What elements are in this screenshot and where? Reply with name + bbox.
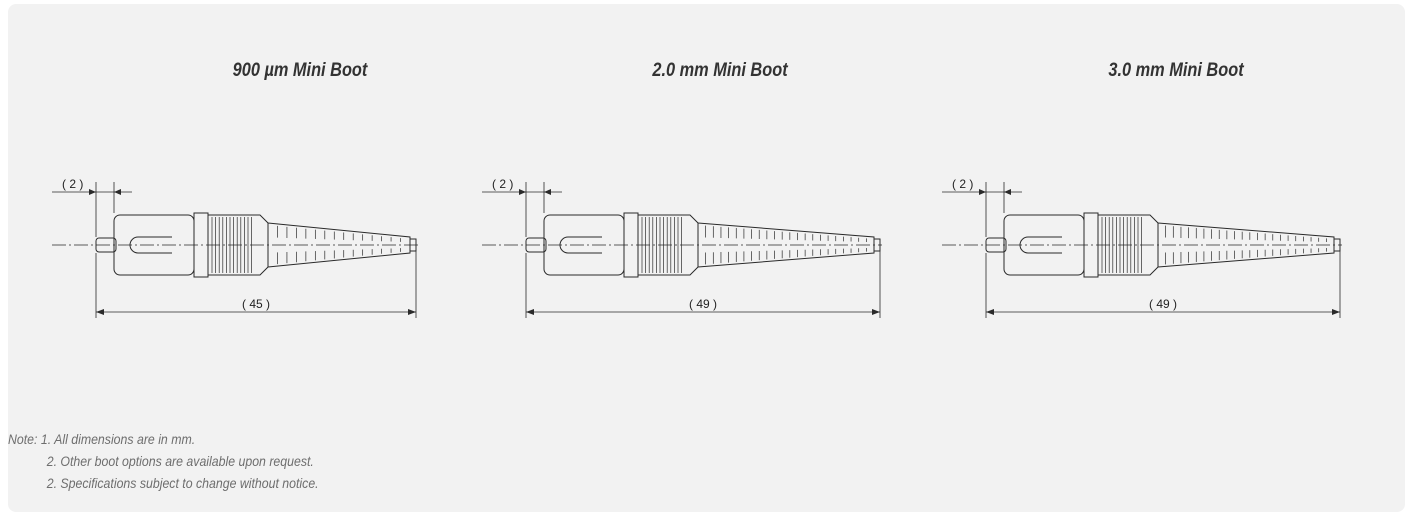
offset-label: ( 2 ) [62, 177, 83, 191]
length-label: ( 49 ) [1149, 297, 1177, 311]
connector-drawing-3mm: ( 2 ) ( 49 ) [942, 177, 1342, 318]
offset-label: ( 2 ) [952, 177, 973, 191]
key-slot [559, 236, 602, 254]
notes-block: Note: 1. All dimensions are in mm. 2. Ot… [8, 428, 319, 494]
connector-title-900um: 900 µm Mini Boot [232, 60, 368, 81]
ferrule [95, 237, 117, 253]
note-line-1: Note: 1. All dimensions are in mm. [8, 431, 196, 447]
offset-arrow-left [89, 189, 96, 195]
length-arrow-left [986, 309, 994, 315]
length-arrow-left [96, 309, 104, 315]
length-arrow-left [526, 309, 534, 315]
length-arrow-right [1332, 309, 1340, 315]
length-arrow-right [872, 309, 880, 315]
length-arrow-right [408, 309, 416, 315]
offset-arrow-right [1004, 189, 1011, 195]
length-label: ( 45 ) [242, 297, 270, 311]
offset-arrow-right [114, 189, 121, 195]
cable-stub [873, 238, 881, 252]
ferrule [985, 237, 1007, 253]
offset-arrow-left [519, 189, 526, 195]
note-line-2: 2. Other boot options are available upon… [46, 453, 314, 469]
connector-drawing-2mm: ( 2 ) ( 49 ) [482, 177, 882, 318]
ferrule [525, 237, 547, 253]
connector-title-2mm: 2.0 mm Mini Boot [652, 60, 788, 81]
key-slot [1019, 236, 1062, 254]
cable-stub [1333, 238, 1341, 252]
connector-drawing-900um: ( 2 ) ( 45 ) [52, 177, 418, 318]
note-line-3: 2. Specifications subject to change with… [46, 475, 319, 491]
connector-title-3mm: 3.0 mm Mini Boot [1108, 60, 1244, 81]
offset-arrow-right [544, 189, 551, 195]
offset-arrow-left [979, 189, 986, 195]
key-slot [129, 236, 172, 254]
offset-label: ( 2 ) [492, 177, 513, 191]
length-label: ( 49 ) [689, 297, 717, 311]
cable-stub [409, 238, 417, 252]
